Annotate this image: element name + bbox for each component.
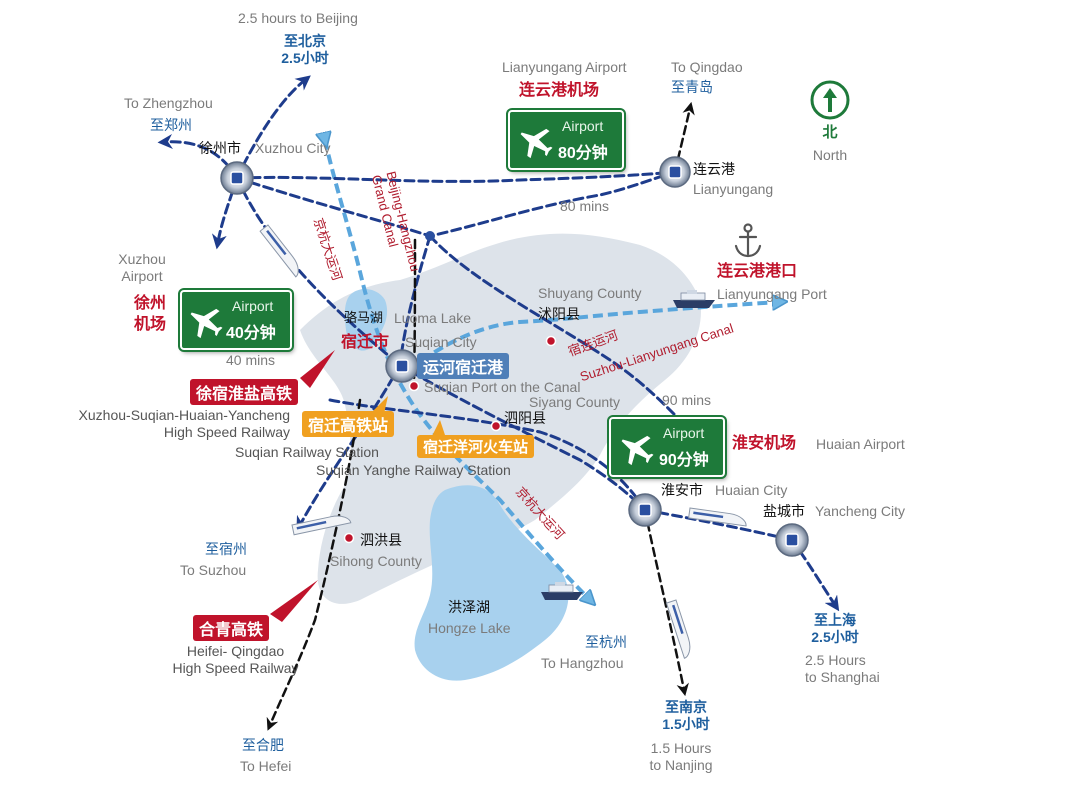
hefei-cn: 至合肥 bbox=[242, 737, 284, 753]
qingdao-en: To Qingdao bbox=[671, 59, 743, 75]
suzhou-lianyungang-canal bbox=[408, 302, 780, 372]
railway-tag-pointer bbox=[270, 580, 318, 622]
hongze-lake-cn: 洪泽湖 bbox=[448, 599, 490, 615]
canal-port-tag: 运河宿迁港 bbox=[417, 353, 510, 379]
siyang-county-en: Siyang County bbox=[529, 394, 621, 410]
lianyungang-airport-sign: Airport 80分钟 bbox=[508, 110, 624, 170]
lianyungang-airport-time-en: 80 mins bbox=[560, 198, 610, 214]
ship-icon bbox=[673, 290, 715, 308]
hq-railway-en: Heifei- Qingdao High Speed Railway bbox=[172, 643, 299, 676]
suqian-station-tag: 宿迁高铁站 bbox=[302, 411, 395, 437]
airport-sign-label: Airport bbox=[232, 298, 274, 314]
north-arrow-icon bbox=[810, 80, 850, 120]
hongze-lake-en: Hongze Lake bbox=[428, 620, 511, 636]
airport-sign-time: 90分钟 bbox=[659, 452, 709, 469]
station-tag-pointer bbox=[432, 420, 446, 438]
huaian-airport-en: Huaian Airport bbox=[816, 436, 905, 452]
beijing-en: 2.5 hours to Beijing bbox=[238, 10, 358, 26]
nanjing-en: 1.5 Hours to Nanjing bbox=[649, 740, 713, 773]
suzhou-en: To Suzhou bbox=[180, 562, 247, 578]
xuzhou-city-en: Xuzhou City bbox=[255, 140, 331, 156]
huaian-airport-sign: Airport 90分钟 bbox=[609, 417, 725, 477]
lianyungang-port-en: Lianyungang Port bbox=[717, 286, 827, 302]
yanghe-station-en: Suqian Yanghe Railway Station bbox=[316, 462, 511, 478]
lianyungang-city-cn: 连云港 bbox=[693, 161, 735, 177]
xuzhou-airport-cn: 徐州 机场 bbox=[133, 295, 166, 333]
shanghai-cn: 至上海 2.5小时 bbox=[811, 612, 859, 645]
train-icon bbox=[688, 507, 747, 527]
lianyungang-airport-cn: 连云港机场 bbox=[519, 82, 600, 99]
sihong-county-cn: 泗洪县 bbox=[360, 532, 402, 548]
train-icon bbox=[665, 599, 691, 659]
lianyungang-city-en: Lianyungang bbox=[693, 181, 774, 197]
xuzhou-airport-en: Xuzhou Airport bbox=[118, 251, 166, 284]
hangzhou-cn: 至杭州 bbox=[585, 634, 627, 650]
yancheng-city-cn: 盐城市 bbox=[763, 503, 805, 519]
canal-port-en: Suqian Port on the Canal bbox=[424, 379, 581, 395]
qingdao-cn: 至青岛 bbox=[671, 79, 713, 95]
luoma-lake-cn: 骆马湖 bbox=[344, 310, 384, 325]
airport-sign-label: Airport bbox=[663, 425, 705, 441]
sihong-county-en: Sihong County bbox=[330, 553, 422, 569]
ship-icon bbox=[541, 582, 583, 600]
airplane-icon bbox=[621, 435, 654, 466]
anchor-icon bbox=[734, 223, 762, 258]
airport-sign-label: Airport bbox=[562, 118, 604, 134]
xuzhou-airport-sign: Airport 40分钟 bbox=[180, 290, 292, 350]
north-label-en: North bbox=[812, 147, 848, 163]
lianyungang-airport-en: Lianyungang Airport bbox=[502, 59, 627, 75]
shuyang-county-cn: 沭阳县 bbox=[538, 306, 580, 322]
airplane-icon bbox=[190, 308, 223, 339]
station-tag-pointer bbox=[372, 396, 388, 414]
airport-sign-time: 40分钟 bbox=[226, 325, 276, 342]
huaian-airport-cn: 淮安机场 bbox=[732, 435, 797, 452]
hq-railway-tag: 合青高铁 bbox=[193, 615, 270, 641]
nanjing-cn: 至南京 1.5小时 bbox=[662, 699, 710, 732]
suqian-city-en: Suqian City bbox=[405, 334, 477, 350]
suzhou-cn: 至宿州 bbox=[205, 541, 247, 557]
beijing-cn: 至北京 2.5小时 bbox=[281, 33, 329, 66]
airplane-icon bbox=[520, 128, 553, 159]
huaian-city-en: Huaian City bbox=[715, 482, 788, 498]
huaian-city-cn: 淮安市 bbox=[661, 482, 703, 498]
luoma-lake-en: Luoma Lake bbox=[394, 310, 472, 326]
zhengzhou-en: To Zhengzhou bbox=[124, 95, 213, 111]
siyang-county-cn: 泗阳县 bbox=[504, 410, 546, 426]
north-label-cn: 北 bbox=[822, 124, 838, 141]
huaian-airport-time-en: 90 mins bbox=[662, 392, 712, 408]
xsh-railway-tag: 徐宿淮盐高铁 bbox=[190, 379, 299, 405]
airport-sign-time: 80分钟 bbox=[558, 145, 608, 162]
yanghe-station-tag: 宿迁洋河火车站 bbox=[417, 435, 535, 458]
xuzhou-city-cn: 徐州市 bbox=[199, 140, 241, 156]
xsh-railway-en: Xuzhou-Suqian-Huaian-Yancheng High Speed… bbox=[78, 407, 290, 440]
grand-canal bbox=[325, 140, 590, 600]
lianyungang-port-cn: 连云港港口 bbox=[717, 263, 798, 280]
suqian-station-en: Suqian Railway Station bbox=[235, 444, 379, 460]
zhengzhou-cn: 至郑州 bbox=[150, 117, 192, 133]
hangzhou-en: To Hangzhou bbox=[541, 655, 624, 671]
train-icon bbox=[291, 515, 352, 536]
xuzhou-airport-time-en: 40 mins bbox=[226, 352, 276, 368]
shuyang-county-en: Shuyang County bbox=[538, 285, 642, 301]
suqian-city-cn: 宿迁市 bbox=[341, 334, 390, 351]
train-icon bbox=[259, 224, 299, 278]
hefei-en: To Hefei bbox=[240, 758, 292, 774]
yancheng-city-en: Yancheng City bbox=[815, 503, 906, 519]
city-nodes bbox=[220, 156, 809, 557]
railway-tag-pointer bbox=[300, 350, 335, 388]
shanghai-en: 2.5 Hours to Shanghai bbox=[805, 652, 880, 685]
